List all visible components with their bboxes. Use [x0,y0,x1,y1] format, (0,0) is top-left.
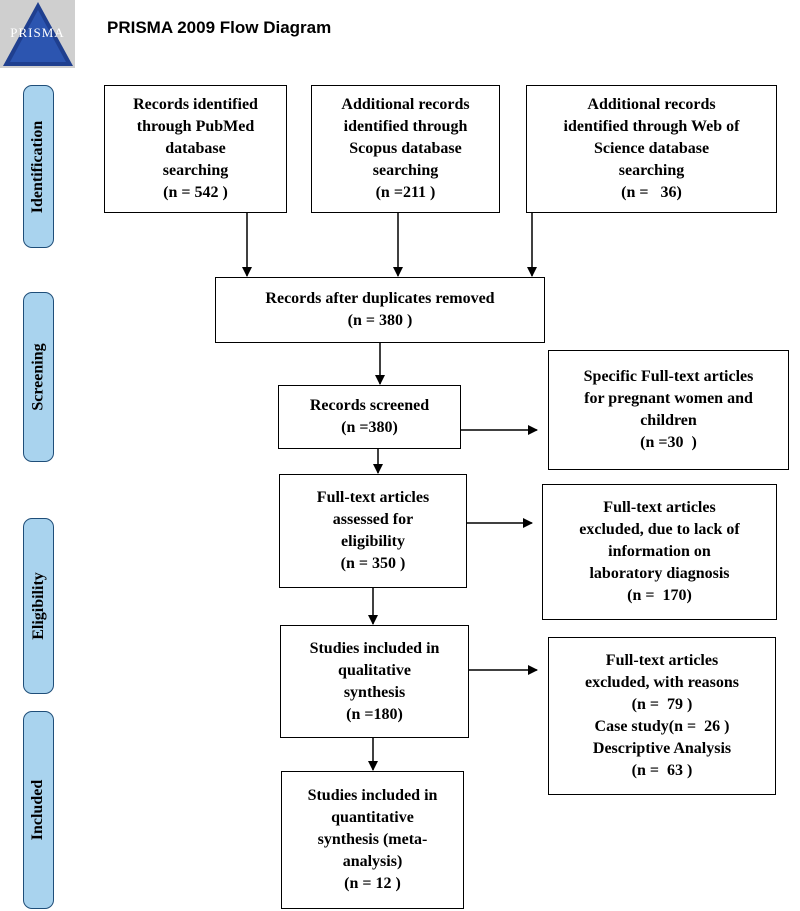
box-records-screened: Records screened (n =380) [278,385,461,449]
scopus-line-5: (n =211 ) [375,184,436,201]
pregnant-line-4: (n =30 ) [640,434,697,451]
pregnant-line-2: for pregnant women and [584,390,753,407]
box-pubmed-records: Records identified through PubMed databa… [104,85,287,213]
lab-line-3: information on [608,543,711,560]
qualitative-line-2: qualitative [338,661,411,679]
wos-line-1: Additional records [587,96,716,113]
stage-included: Included [23,711,54,909]
reasons-line-5: Descriptive Analysis [592,740,732,757]
screened-line-2: (n =380) [341,419,398,436]
lab-line-1: Full-text articles [603,499,716,516]
qualitative-line-4: (n =180) [346,705,403,723]
reasons-line-1: Full-text articles [605,652,719,669]
wos-line-3: Science database [593,140,710,157]
box-quantitative-synthesis: Studies included in quantitative synthes… [281,771,464,909]
scopus-line-4: searching [372,162,439,179]
prisma-logo-graphic [3,2,73,66]
duplicates-line-1: Records after duplicates removed [265,290,495,307]
fulltext-line-2: assessed for [332,511,414,528]
fulltext-line-4: (n = 350 ) [340,555,406,572]
pubmed-line-3: database [165,140,226,157]
box-lab-diagnosis-excluded: Full-text articles excluded, due to lack… [542,484,777,620]
pubmed-line-5: (n = 542 ) [163,184,228,201]
box-wos-records: Additional records identified through We… [526,85,777,213]
quantitative-line-4: analysis) [342,853,403,870]
quantitative-line-2: quantitative [331,809,414,826]
lab-line-2: excluded, due to lack of [579,521,740,538]
qualitative-line-3: synthesis [343,683,406,701]
page-title: PRISMA 2009 Flow Diagram [107,18,332,37]
box-scopus-records: Additional records identified through Sc… [311,85,500,213]
lab-line-5: (n = 170) [627,587,692,604]
scopus-line-1: Additional records [341,96,470,113]
stage-identification: Identification [23,85,54,248]
fulltext-line-3: eligibility [341,533,405,550]
quantitative-line-5: (n = 12 ) [344,875,401,892]
pregnant-line-3: children [640,412,697,429]
pregnant-line-1: Specific Full-text articles [583,368,754,385]
pubmed-line-2: through PubMed [136,118,255,135]
fulltext-line-1: Full-text articles [316,489,430,506]
scopus-line-3: Scopus database [349,140,462,157]
wos-line-4: searching [618,162,685,179]
duplicates-line-2: (n = 380 ) [347,312,413,329]
pubmed-line-1: Records identified [133,96,258,113]
reasons-line-3: (n = 79 ) [631,696,693,713]
prisma-logo: PRISMA [0,0,75,68]
box-reasons-excluded: Full-text articles excluded, with reason… [548,637,776,795]
wos-line-2: identified through Web of [563,118,740,135]
box-pregnant-children-excluded: Specific Full-text articles for pregnant… [548,350,789,470]
box-qualitative-synthesis: Studies included in qualitative synthesi… [280,625,469,738]
reasons-line-6: (n = 63 ) [631,762,693,779]
qualitative-line-1: Studies included in [309,639,440,657]
logo-text: PRISMA [10,25,65,40]
stage-eligibility: Eligibility [23,518,54,694]
pubmed-line-4: searching [162,162,229,179]
lab-line-4: laboratory diagnosis [589,565,730,582]
stage-screening: Screening [23,292,54,462]
scopus-line-2: identified through [343,118,468,135]
box-duplicates-removed: Records after duplicates removed (n = 38… [215,277,545,343]
wos-line-5: (n = 36) [621,184,682,201]
reasons-line-4: Case study(n = 26 ) [594,718,730,735]
screened-line-1: Records screened [309,397,430,414]
box-fulltext-assessed: Full-text articles assessed for eligibil… [279,474,467,588]
reasons-line-2: excluded, with reasons [585,674,739,691]
quantitative-line-1: Studies included in [307,787,438,804]
quantitative-line-3: synthesis (meta- [317,831,428,848]
